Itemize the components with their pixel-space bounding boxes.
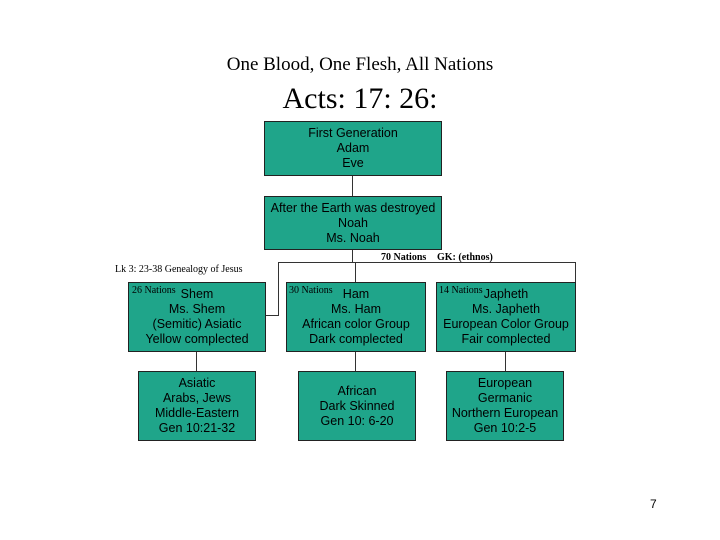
ham-box: Ham Ms. Ham African color Group Dark com… (286, 282, 426, 352)
first-generation-line-2: Adam (336, 141, 370, 155)
genealogy-label: Lk 3: 23-38 Genealogy of Jesus (115, 264, 243, 275)
connector-ham-drop (355, 262, 356, 282)
shem-line-4: Yellow complected (145, 332, 249, 346)
african-line-2: Dark Skinned (319, 398, 395, 413)
shem-nations-label: 26 Nations (132, 285, 176, 296)
ham-line-4: Dark complected (309, 332, 403, 346)
connector-right-drop (575, 262, 576, 282)
asiatic-box: Asiatic Arabs, Jews Middle-Eastern Gen 1… (138, 371, 256, 441)
first-generation-line-1: First Generation (308, 126, 398, 140)
connector-noah-down (352, 249, 353, 263)
noah-box: After the Earth was destroyed Noah Ms. N… (264, 196, 442, 250)
asiatic-line-4: Gen 10:21-32 (158, 421, 236, 435)
african-line-3: Gen 10: 6-20 (320, 413, 394, 428)
european-line-4: Gen 10:2-5 (473, 421, 537, 435)
first-generation-line-3: Eve (342, 156, 364, 170)
connector-japheth-european (505, 351, 506, 371)
ham-line-3: African color Group (302, 317, 410, 331)
connector-shem-stub (265, 315, 279, 316)
african-box: African Dark Skinned Gen 10: 6-20 (298, 371, 416, 441)
connector-shem-asiatic (196, 351, 197, 371)
seventy-nations-label: 70 Nations (381, 252, 427, 263)
japheth-box: Japheth Ms. Japheth European Color Group… (436, 282, 576, 352)
ham-line-1: Ham (342, 287, 370, 301)
european-line-2: Germanic (477, 391, 533, 405)
african-line-1: African (337, 383, 377, 398)
slide-subtitle: Acts: 17: 26: (282, 82, 438, 115)
connector-adam-noah (352, 175, 353, 199)
connector-horizontal (278, 262, 576, 263)
shem-line-3: (Semitic) Asiatic (152, 317, 242, 331)
japheth-line-1: Japheth (483, 287, 529, 301)
ethnos-label: GK: (ethnos) (437, 252, 493, 263)
japheth-nations-label: 14 Nations (439, 285, 483, 296)
asiatic-line-1: Asiatic (178, 376, 216, 390)
noah-line-2: Noah (338, 215, 368, 230)
ham-nations-label: 30 Nations (289, 285, 333, 296)
slide-title: One Blood, One Flesh, All Nations (226, 54, 494, 75)
asiatic-line-2: Arabs, Jews (162, 391, 232, 405)
japheth-line-4: Fair complected (461, 332, 551, 346)
japheth-line-3: European Color Group (443, 317, 569, 331)
ham-line-2: Ms. Ham (331, 302, 381, 316)
european-line-3: Northern European (451, 406, 559, 420)
shem-line-2: Ms. Shem (168, 302, 226, 316)
asiatic-line-3: Middle-Eastern (154, 406, 240, 420)
page-number: 7 (650, 497, 657, 511)
shem-box: Shem Ms. Shem (Semitic) Asiatic Yellow c… (128, 282, 266, 352)
noah-line-3: Ms. Noah (326, 230, 380, 245)
japheth-line-2: Ms. Japheth (471, 302, 541, 316)
noah-line-1: After the Earth was destroyed (270, 200, 436, 215)
shem-line-1: Shem (180, 287, 214, 301)
european-line-1: European (477, 376, 533, 390)
connector-left-drop (278, 262, 279, 315)
european-box: European Germanic Northern European Gen … (446, 371, 564, 441)
first-generation-box: First Generation Adam Eve (264, 121, 442, 176)
connector-ham-african (355, 351, 356, 371)
